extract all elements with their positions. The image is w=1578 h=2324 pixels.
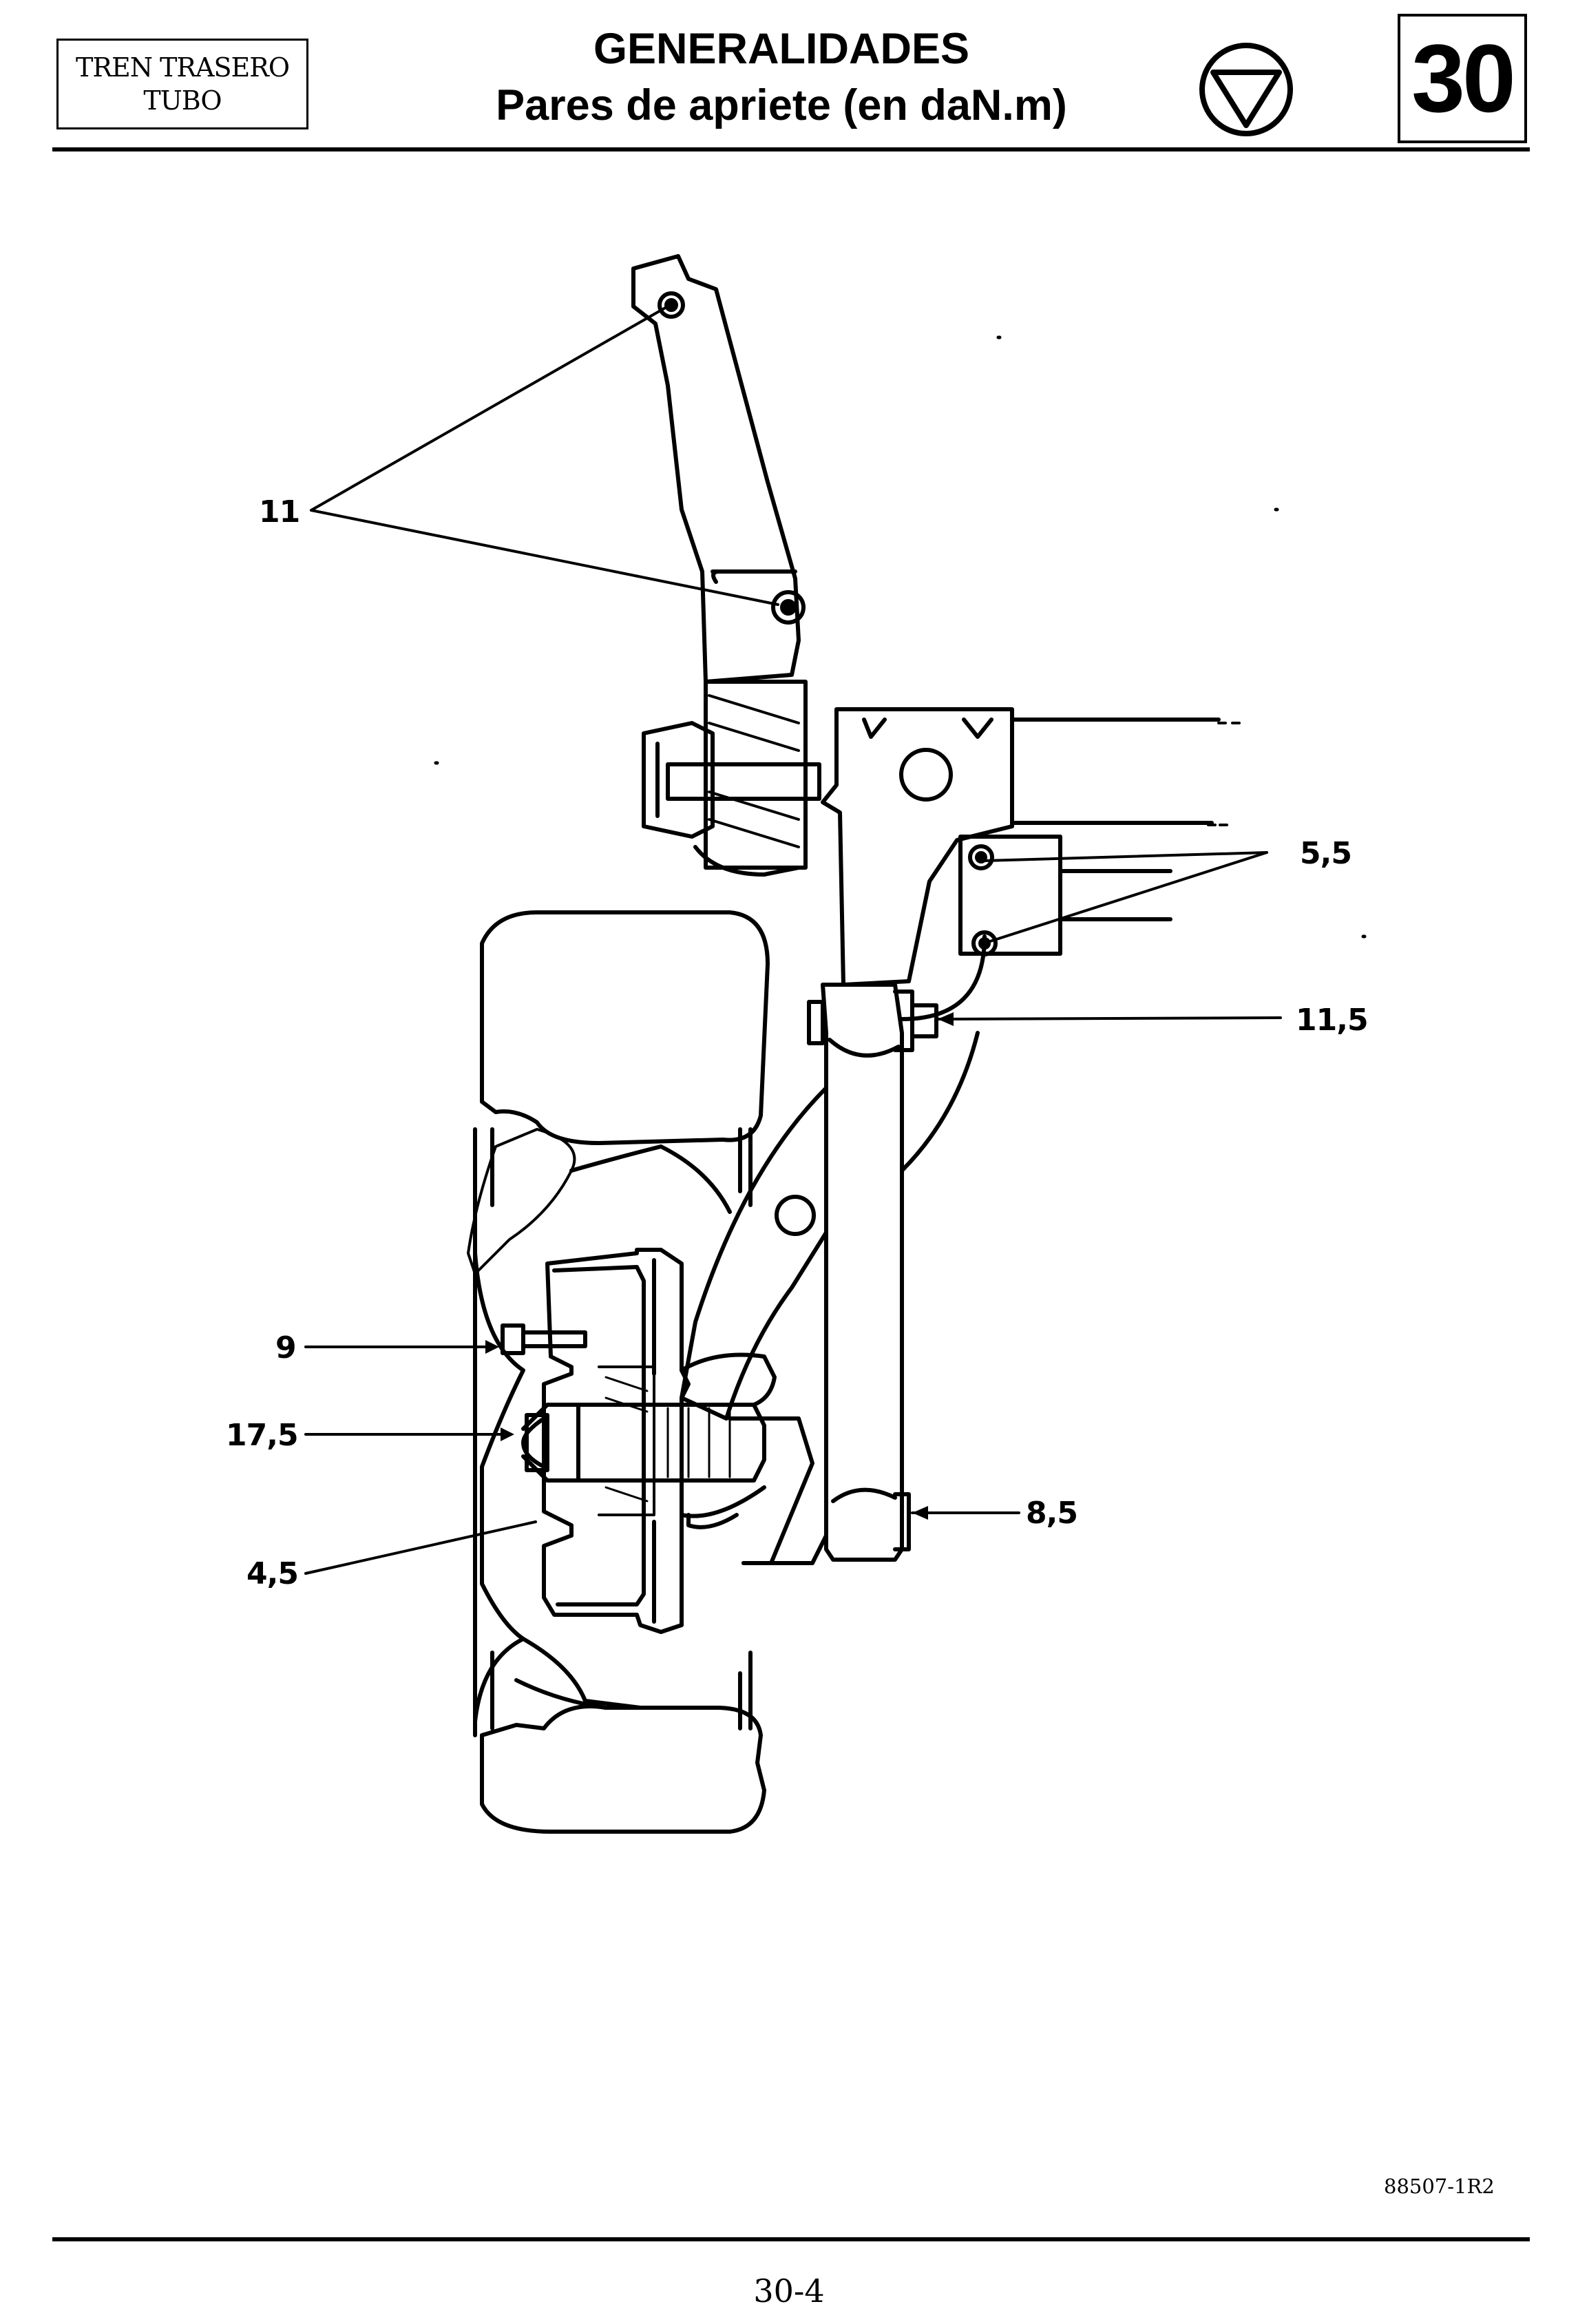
torque-label-hub-bolts: 9 (275, 1330, 296, 1365)
page-subtitle: Pares de apriete (en daN.m) (496, 81, 1067, 129)
shock-absorber (807, 983, 938, 1562)
torque-label-hub-nut: 17,5 (226, 1418, 298, 1453)
page-title-block: GENERALIDADES Pares de apriete (en daN.m… (386, 21, 1177, 134)
tightening-torque-triangle-icon (1199, 43, 1293, 136)
torque-label-bracket-bolts: 5,5 (1300, 836, 1351, 871)
upper-pivot-arm (631, 254, 806, 684)
section-label-box: TREN TRASERO TUBO (56, 39, 308, 129)
page-title: GENERALIDADES (593, 25, 970, 73)
figure-reference: 88507-1R2 (1384, 2175, 1495, 2198)
page-number: 30-4 (753, 2272, 825, 2310)
trailing-arm (680, 934, 987, 1565)
arrowheads (485, 1012, 954, 1520)
wheel-tyre (467, 910, 770, 1834)
leader-lines (304, 306, 1282, 1575)
print-specks (434, 335, 1367, 939)
pivot-bushing (642, 680, 821, 877)
hub-drum-section (501, 1248, 777, 1634)
axle-tube-bracket (821, 707, 1241, 987)
torque-label-brake-screw: 4,5 (246, 1556, 298, 1591)
footer-divider (52, 2237, 1530, 2241)
section-label-line2: TUBO (143, 85, 222, 116)
section-label-line1: TREN TRASERO (76, 52, 290, 83)
chapter-number-box: 30 (1398, 14, 1527, 143)
torque-label-pivot-bolts: 11 (259, 494, 299, 530)
torque-label-shock-upper: 11,5 (1296, 1003, 1368, 1038)
chapter-number: 30 (1411, 24, 1516, 132)
torque-label-shock-lower: 8,5 (1026, 1496, 1077, 1531)
header-divider (52, 147, 1530, 151)
